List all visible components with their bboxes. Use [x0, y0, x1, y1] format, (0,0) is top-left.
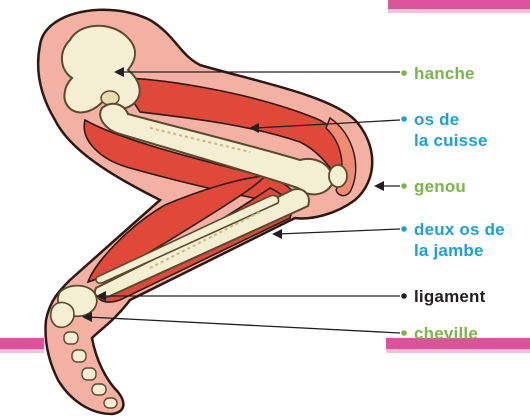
- label-ligament: ligament: [414, 286, 486, 307]
- pointer-leg-bones: [278, 229, 400, 234]
- bottom-band-right-shadow: [386, 349, 530, 353]
- dot-hip: [401, 70, 407, 76]
- dot-ligament: [401, 293, 407, 299]
- label-leg-bones-line-1: deux os de: [414, 219, 505, 240]
- dot-ankle: [401, 330, 407, 336]
- label-leg-bones: deux os de la jambe: [414, 219, 505, 261]
- pointer-ankle: [88, 317, 400, 333]
- bottom-band-left-shadow: [0, 349, 44, 353]
- heel-bone: [51, 302, 74, 327]
- hip-socket: [101, 91, 119, 105]
- label-dots: [401, 70, 407, 336]
- bottom-band-left: [0, 338, 44, 349]
- label-thigh-bone: os de la cuisse: [414, 109, 488, 151]
- arrowhead-knee: [374, 181, 384, 191]
- dot-knee: [401, 183, 407, 189]
- top-band-shadow: [388, 9, 530, 13]
- label-hip: hanche: [414, 63, 475, 84]
- label-thigh-bone-line-2: la cuisse: [414, 130, 488, 151]
- label-thigh-bone-line-1: os de: [414, 109, 488, 130]
- dot-leg-bones: [401, 226, 407, 232]
- top-band: [388, 0, 530, 9]
- label-ankle: cheville: [414, 323, 478, 344]
- arrowhead-leg-bones: [272, 229, 282, 239]
- label-leg-bones-line-2: la jambe: [414, 240, 505, 261]
- label-knee: genou: [414, 176, 466, 197]
- dot-thigh-bone: [401, 116, 407, 122]
- knee-cap: [329, 165, 347, 187]
